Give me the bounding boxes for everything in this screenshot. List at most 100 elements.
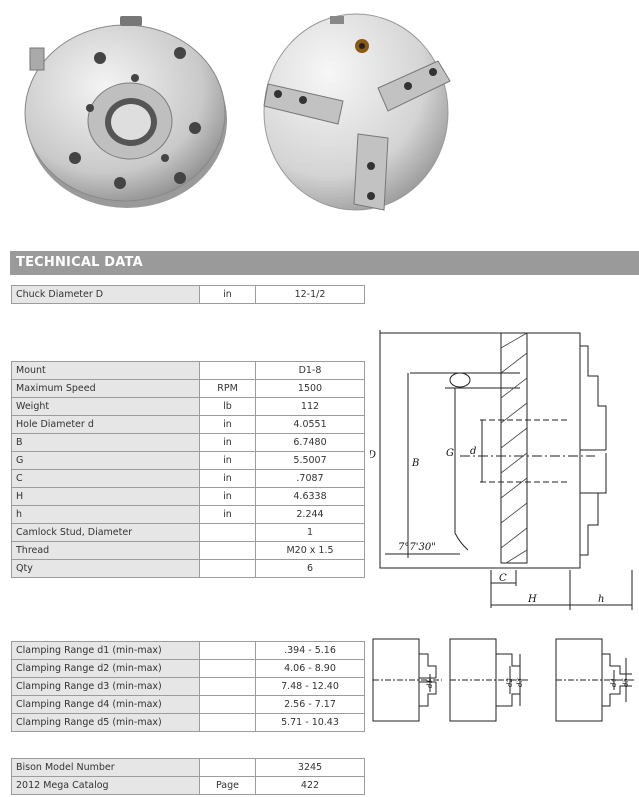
spec-unit: lb bbox=[199, 397, 256, 416]
chuck-back-photo bbox=[24, 16, 227, 208]
spec-label: Hole Diameter d bbox=[11, 415, 200, 434]
spec-label: Thread bbox=[11, 541, 200, 560]
label-d2: d2 bbox=[506, 678, 514, 687]
spec-unit bbox=[199, 541, 256, 560]
spec-value: 4.0551 bbox=[255, 415, 365, 434]
spec-unit: in bbox=[199, 487, 256, 506]
spec-label: G bbox=[11, 451, 200, 470]
table-row: Mount D1-8 bbox=[11, 361, 365, 380]
label-D: D bbox=[370, 450, 376, 461]
spec-unit bbox=[199, 523, 256, 542]
spec-unit bbox=[199, 361, 256, 380]
spec-label: Clamping Range d4 (min-max) bbox=[11, 695, 200, 714]
table-row: Bison Model Number 3245 bbox=[11, 758, 365, 777]
label-B: B bbox=[411, 458, 419, 469]
spec-label: Clamping Range d2 (min-max) bbox=[11, 659, 200, 678]
chuck-front-photo bbox=[263, 13, 451, 211]
spec-unit: in bbox=[199, 505, 256, 524]
spec-value: 6.7480 bbox=[255, 433, 365, 452]
label-d1: d1 bbox=[426, 679, 434, 688]
spec-value: 422 bbox=[255, 776, 365, 795]
spec-value: 4.06 - 8.90 bbox=[255, 659, 365, 678]
spec-value: .7087 bbox=[255, 469, 365, 488]
label-d3: d3 bbox=[516, 678, 524, 687]
spec-value: .394 - 5.16 bbox=[255, 641, 365, 660]
table-row: Clamping Range d4 (min-max) 2.56 - 7.17 bbox=[11, 695, 365, 714]
spec-unit bbox=[199, 677, 256, 696]
spec-label: Clamping Range d1 (min-max) bbox=[11, 641, 200, 660]
spec-value: 5.71 - 10.43 bbox=[255, 713, 365, 732]
table-row: Thread M20 x 1.5 bbox=[11, 541, 365, 560]
spec-label: Chuck Diameter D bbox=[11, 285, 200, 304]
spec-unit: in bbox=[199, 415, 256, 434]
spec-label: Maximum Speed bbox=[11, 379, 200, 398]
spec-unit bbox=[199, 559, 256, 578]
spec-value: 2.244 bbox=[255, 505, 365, 524]
spec-value: 7.48 - 12.40 bbox=[255, 677, 365, 696]
label-G: G bbox=[446, 448, 454, 459]
spec-value: 6 bbox=[255, 559, 365, 578]
spec-label: Weight bbox=[11, 397, 200, 416]
label-H: H bbox=[527, 594, 537, 605]
spec-label: Bison Model Number bbox=[11, 758, 200, 777]
spec-value: D1-8 bbox=[255, 361, 365, 380]
spec-label: C bbox=[11, 469, 200, 488]
label-C: C bbox=[499, 573, 507, 584]
spec-label: Mount bbox=[11, 361, 200, 380]
table-row: Camlock Stud, Diameter 1 bbox=[11, 523, 365, 542]
clamping-range-diagrams: d1 d2 d3 d4 d5 bbox=[372, 638, 636, 722]
spec-unit bbox=[199, 641, 256, 660]
table-row: Clamping Range d5 (min-max) 5.71 - 10.43 bbox=[11, 713, 365, 732]
spec-value: 2.56 - 7.17 bbox=[255, 695, 365, 714]
spec-label: Clamping Range d5 (min-max) bbox=[11, 713, 200, 732]
spec-label: h bbox=[11, 505, 200, 524]
label-d: d bbox=[470, 446, 476, 457]
spec-value: 4.6338 bbox=[255, 487, 365, 506]
spec-label: Qty bbox=[11, 559, 200, 578]
spec-value: 3245 bbox=[255, 758, 365, 777]
spec-label: Clamping Range d3 (min-max) bbox=[11, 677, 200, 696]
label-d5: d5 bbox=[622, 678, 630, 687]
spec-unit bbox=[199, 695, 256, 714]
table-row: Qty 6 bbox=[11, 559, 365, 578]
spec-label: B bbox=[11, 433, 200, 452]
spec-unit bbox=[199, 659, 256, 678]
spec-unit: Page bbox=[199, 776, 256, 795]
spec-unit: in bbox=[199, 285, 256, 304]
spec-label: Camlock Stud, Diameter bbox=[11, 523, 200, 542]
dimension-drawing: D B G d 7°7'30" C H h bbox=[370, 330, 633, 610]
spec-unit: in bbox=[199, 451, 256, 470]
spec-value: 5.5007 bbox=[255, 451, 365, 470]
spec-unit: in bbox=[199, 433, 256, 452]
spec-unit bbox=[199, 713, 256, 732]
table-row: Clamping Range d1 (min-max) .394 - 5.16 bbox=[11, 641, 365, 660]
spec-value: M20 x 1.5 bbox=[255, 541, 365, 560]
spec-value: 1500 bbox=[255, 379, 365, 398]
label-h: h bbox=[598, 594, 604, 605]
spec-unit bbox=[199, 758, 256, 777]
spec-unit: in bbox=[199, 469, 256, 488]
spec-value: 1 bbox=[255, 523, 365, 542]
label-d4: d4 bbox=[610, 678, 618, 687]
table-row: Clamping Range d2 (min-max) 4.06 - 8.90 bbox=[11, 659, 365, 678]
spec-label: H bbox=[11, 487, 200, 506]
spec-value: 12-1/2 bbox=[255, 285, 365, 304]
table-row: Clamping Range d3 (min-max) 7.48 - 12.40 bbox=[11, 677, 365, 696]
section-header: TECHNICAL DATA bbox=[10, 251, 639, 275]
spec-value: 112 bbox=[255, 397, 365, 416]
spec-unit: RPM bbox=[199, 379, 256, 398]
